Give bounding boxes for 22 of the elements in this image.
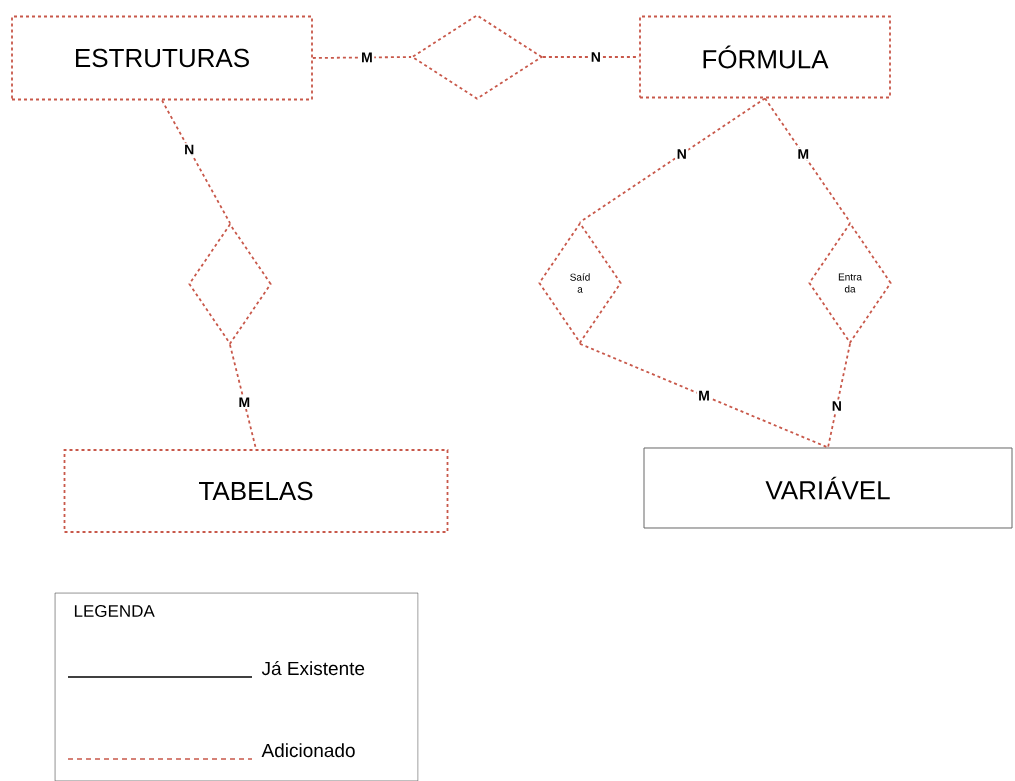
connector bbox=[579, 97, 766, 223]
cardinality-label: M bbox=[236, 395, 252, 409]
cardinality-label: M bbox=[795, 147, 811, 161]
connector bbox=[312, 56, 412, 59]
legend-text: Adicionado bbox=[261, 743, 355, 758]
cardinality-label: N bbox=[675, 147, 689, 161]
cardinality-label: M bbox=[359, 51, 375, 64]
legend-title: LEGENDA bbox=[74, 604, 155, 617]
connector bbox=[764, 97, 851, 223]
connector bbox=[827, 343, 851, 449]
connector bbox=[229, 344, 257, 450]
entity-box: ESTRUTURAS bbox=[11, 15, 313, 101]
connector bbox=[161, 99, 231, 224]
legend-text: Já Existente bbox=[261, 661, 365, 676]
cardinality-label: N bbox=[182, 143, 196, 156]
entity-box: VARIÁVEL bbox=[643, 447, 1013, 529]
connector bbox=[579, 343, 829, 449]
cardinality-label: M bbox=[696, 389, 712, 402]
cardinality-label: N bbox=[589, 50, 603, 64]
entity-box: TABELAS bbox=[63, 449, 449, 533]
entity-box: FÓRMULA bbox=[639, 15, 891, 99]
cardinality-label: N bbox=[830, 399, 844, 413]
